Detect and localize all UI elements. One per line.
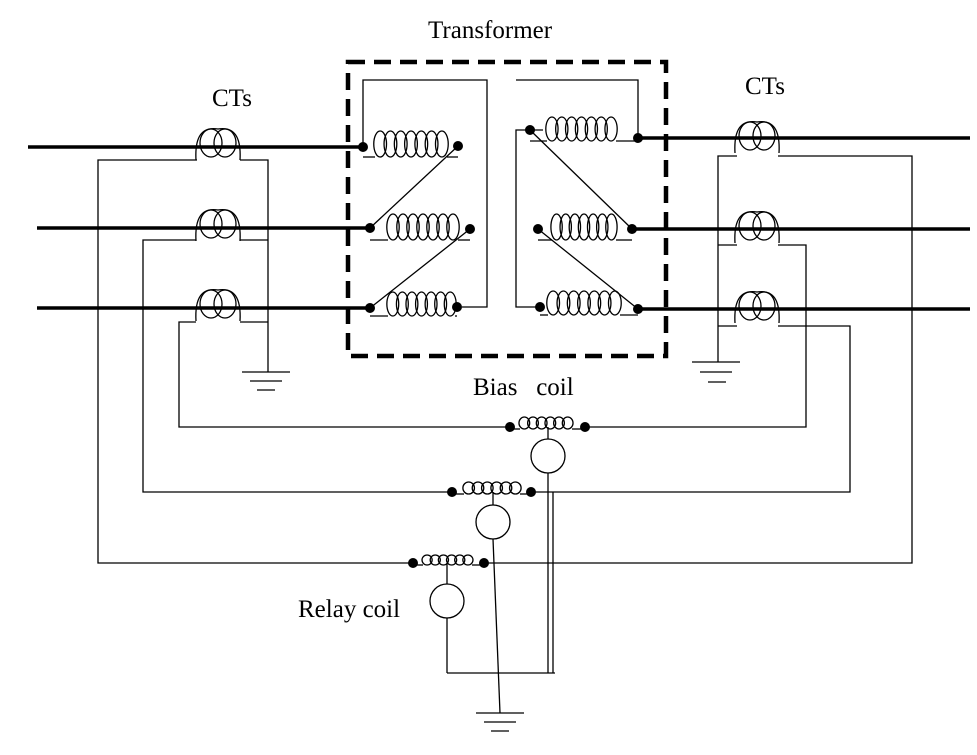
secondary-star-link-1 (529, 129, 633, 230)
relay-coil-phase-c (429, 583, 465, 619)
transformer-terminals (358, 125, 643, 314)
secondary-star-link-2 (537, 228, 639, 310)
bias-coil-phase-b (452, 481, 531, 495)
ct-left-phase-3 (195, 288, 241, 322)
ground-bottom (476, 712, 524, 732)
bias-coil-phase-a (510, 416, 585, 430)
ct-left-phase-1 (195, 127, 241, 161)
bias-coil-label: Bias coil (473, 374, 574, 401)
ct-right-phase-3 (734, 290, 780, 324)
secondary-frame-top (516, 79, 639, 135)
winding-primary-3 (370, 291, 457, 317)
primary-delta-link-1 (369, 145, 459, 229)
bias-coil-terminals (408, 422, 590, 568)
ct-right-phase-1 (734, 120, 780, 154)
relay-coil-phase-b (475, 504, 511, 540)
primary-delta-link-2 (369, 228, 471, 309)
transformer-windings (363, 116, 638, 317)
winding-secondary-2 (538, 213, 632, 241)
bias-coils (413, 416, 585, 566)
relay-coil-label: Relay coil (298, 596, 401, 623)
winding-secondary-1 (530, 116, 638, 142)
ground-right (692, 361, 740, 383)
left-ct-wiring (97, 159, 510, 564)
ct-right-phase-2 (734, 210, 780, 244)
secondary-winding-frame (515, 129, 543, 308)
relay-neutral-wiring (446, 427, 555, 714)
cts-right-label: CTs (745, 73, 785, 100)
ct-left-phase-2 (195, 208, 241, 242)
ground-left (242, 371, 290, 391)
winding-primary-1 (363, 130, 458, 158)
bias-coil-phase-c (413, 554, 484, 566)
cts-left-label: CTs (212, 85, 252, 112)
winding-secondary-3 (540, 290, 638, 316)
relay-coils (429, 438, 566, 619)
transformer-enclosure (345, 59, 669, 359)
winding-primary-2 (370, 213, 470, 241)
right-ct-wiring (484, 155, 913, 564)
current-transformers (195, 120, 780, 324)
transformer-label: Transformer (428, 17, 553, 44)
primary-winding-frame (362, 79, 488, 308)
relay-coil-phase-a (530, 438, 566, 474)
